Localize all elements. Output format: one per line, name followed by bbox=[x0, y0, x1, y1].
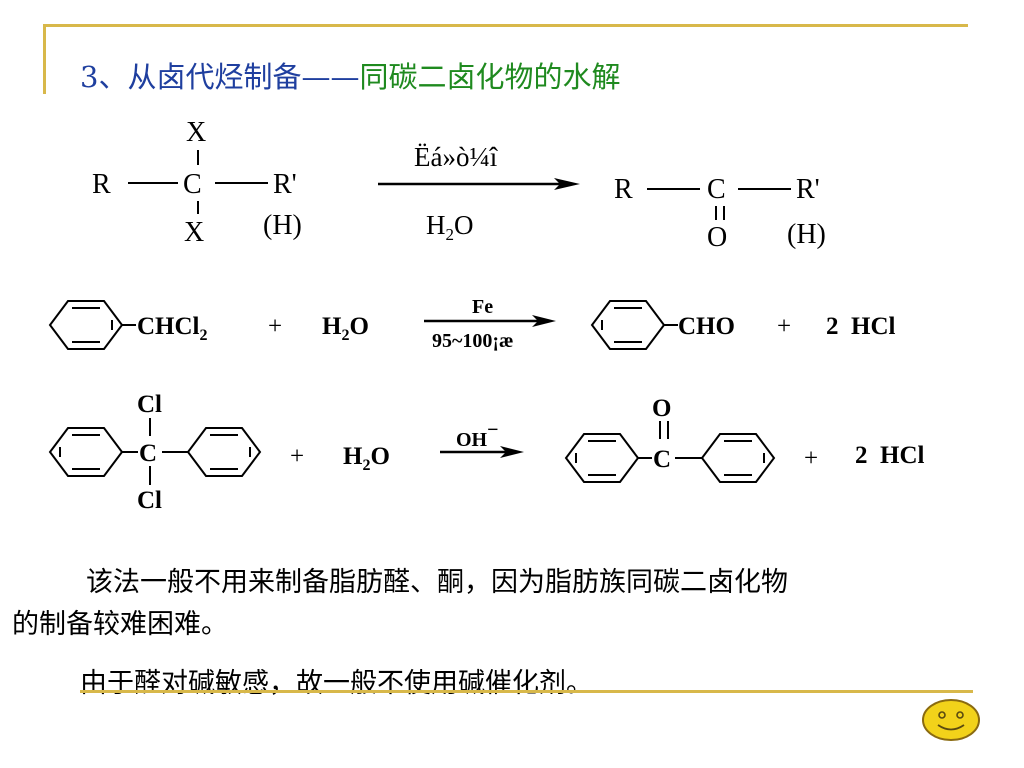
r1-arrow-top-label: Ëá»ò¼î bbox=[414, 142, 499, 172]
r3-cl-top: Cl bbox=[137, 391, 162, 418]
r3-prod-oxygen: O bbox=[652, 395, 671, 422]
title-subtopic: 同碳二卤化物的水解 bbox=[359, 60, 621, 94]
r3-prod-carbon: C bbox=[653, 446, 671, 473]
r2-byproduct: 2 HCl bbox=[826, 313, 896, 340]
r2-product-benzene-ring bbox=[590, 300, 666, 350]
r1-carbon: C bbox=[183, 169, 202, 200]
r3-plus-1: + bbox=[290, 443, 304, 470]
r1-prod-r-right: R' bbox=[796, 174, 820, 205]
r2-water: H2O bbox=[322, 313, 369, 344]
r2-product: CHO bbox=[678, 313, 735, 340]
r3-left-benzene-ring bbox=[48, 427, 124, 477]
r2-plus-2: + bbox=[777, 313, 791, 340]
r3-carbon: C bbox=[139, 440, 157, 467]
left-rule bbox=[43, 26, 46, 94]
reaction-3: Cl C Cl + H2O OH− O bbox=[48, 391, 925, 514]
r3-arrow-top-label: OH− bbox=[456, 419, 499, 451]
r2-plus-1: + bbox=[268, 313, 282, 340]
r3-plus-2: + bbox=[804, 445, 818, 472]
paragraph-1-line-2: 的制备较难困难。 bbox=[12, 609, 228, 640]
r2-arrow-head bbox=[532, 315, 556, 327]
reaction-scheme: X R C R' X (H) Ëá»ò¼î H2O R C R' O (H) C… bbox=[48, 117, 925, 514]
r1-arrow-head bbox=[554, 178, 580, 190]
top-rule bbox=[43, 24, 968, 27]
r2-benzene-ring bbox=[48, 300, 124, 350]
r3-right-benzene-ring bbox=[186, 427, 262, 477]
r1-prod-carbon: C bbox=[707, 174, 726, 205]
r3-byproduct: 2 HCl bbox=[855, 442, 925, 469]
r1-r-left: R bbox=[92, 169, 111, 200]
r3-water: H2O bbox=[343, 443, 390, 474]
r3-prod-right-benzene-ring bbox=[700, 433, 776, 483]
bottom-rule bbox=[80, 690, 973, 693]
r1-arrow-bottom-label: H2O bbox=[426, 210, 474, 244]
r2-reactant: CHCl2 bbox=[137, 313, 208, 344]
r1-x-bottom: X bbox=[184, 217, 204, 248]
r1-h-alt: (H) bbox=[263, 210, 302, 241]
paragraph-1-line-1: 该法一般不用来制备脂肪醛、酮，因为脂肪族同碳二卤化物 bbox=[86, 567, 788, 598]
paragraph-2: 由于醛对碱敏感，故一般不使用碱催化剂。 bbox=[80, 668, 593, 699]
title-lead: 从卤代烃制备—— bbox=[127, 60, 360, 94]
r2-arrow-bottom-label: 95~100¡æ bbox=[432, 330, 514, 352]
r3-arrow-head bbox=[500, 446, 524, 458]
slide-title: 3、从卤代烃制备——同碳二卤化物的水解 bbox=[80, 58, 620, 96]
r1-x-top: X bbox=[186, 117, 206, 148]
r3-cl-bottom: Cl bbox=[137, 487, 162, 514]
r3-prod-left-benzene-ring bbox=[564, 433, 640, 483]
reaction-1: X R C R' X (H) Ëá»ò¼î H2O R C R' O (H) bbox=[92, 117, 826, 253]
title-number: 3、 bbox=[80, 60, 128, 94]
smiley-face-icon[interactable] bbox=[921, 698, 981, 742]
r1-r-right: R' bbox=[273, 169, 297, 200]
reaction-2: CHCl2 + H2O Fe 95~100¡æ CHO + 2 HCl bbox=[48, 296, 896, 352]
r1-prod-oxygen: O bbox=[707, 222, 727, 253]
r2-arrow-top-label: Fe bbox=[472, 296, 493, 318]
r1-prod-h-alt: (H) bbox=[787, 219, 826, 250]
r1-prod-r-left: R bbox=[614, 174, 633, 205]
